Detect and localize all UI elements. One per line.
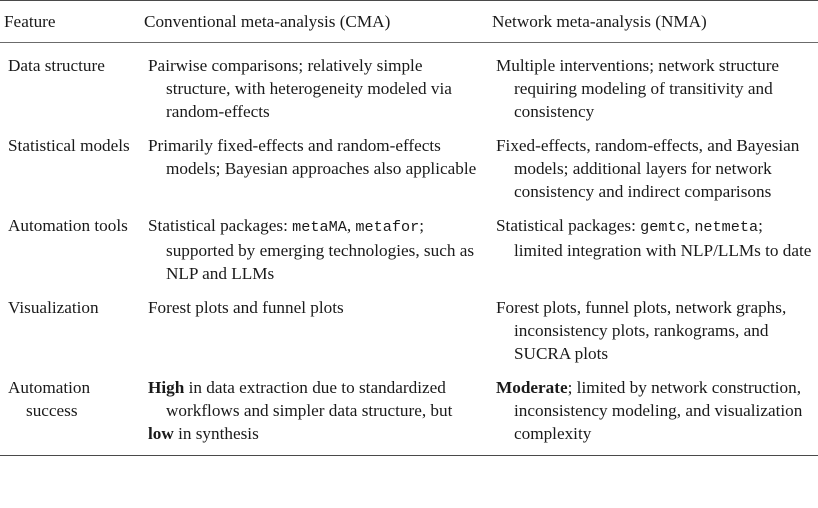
row-cma-cell: Statistical packages: metaMA, metafor; s… (144, 203, 492, 285)
cma-text: High in data extraction due to standardi… (148, 378, 453, 420)
cma-text: Forest plots and funnel plots (148, 298, 344, 317)
row-feature-cell: Automation success (0, 365, 144, 456)
cma-text: Pairwise comparisons; relatively simple … (148, 56, 452, 121)
row-cma-cell: Primarily fixed-effects and random-effec… (144, 123, 492, 203)
row-nma-cell: Multiple interventions; network structur… (492, 43, 818, 124)
feature-label: Automation tools (8, 216, 128, 235)
table-row: Data structure Pairwise comparisons; rel… (0, 43, 818, 124)
feature-label: Data structure (8, 56, 105, 75)
cma-text-secondary: low in synthesis (148, 424, 259, 443)
feature-label: Visualization (8, 298, 99, 317)
row-feature-cell: Data structure (0, 43, 144, 124)
feature-label: Statistical models (8, 136, 130, 155)
row-cma-cell: Forest plots and funnel plots (144, 285, 492, 365)
column-header-nma: Network meta-analysis (NMA) (492, 12, 707, 31)
table-body: Data structure Pairwise comparisons; rel… (0, 43, 818, 456)
row-feature-cell: Automation tools (0, 203, 144, 285)
cma-text: Primarily fixed-effects and random-effec… (148, 136, 477, 178)
cma-nma-comparison-table: Feature Conventional meta-analysis (CMA)… (0, 0, 818, 456)
feature-label: Automation success (8, 378, 91, 420)
column-header-feature: Feature (4, 12, 56, 31)
nma-text: Fixed-effects, random-effects, and Bayes… (496, 136, 800, 201)
table-header: Feature Conventional meta-analysis (CMA)… (0, 1, 818, 43)
table-row: Visualization Forest plots and funnel pl… (0, 285, 818, 365)
row-cma-cell: Pairwise comparisons; relatively simple … (144, 43, 492, 124)
row-nma-cell: Forest plots, funnel plots, network grap… (492, 285, 818, 365)
cma-text: Statistical packages: metaMA, metafor; s… (148, 216, 475, 283)
nma-text: Forest plots, funnel plots, network grap… (496, 298, 787, 363)
row-feature-cell: Visualization (0, 285, 144, 365)
row-nma-cell: Fixed-effects, random-effects, and Bayes… (492, 123, 818, 203)
table-row: Automation tools Statistical packages: m… (0, 203, 818, 285)
nma-text: Statistical packages: gemtc, netmeta; li… (496, 216, 812, 260)
table-row: Automation success High in data extracti… (0, 365, 818, 456)
row-feature-cell: Statistical models (0, 123, 144, 203)
nma-text: Moderate; limited by network constructio… (496, 378, 803, 443)
row-cma-cell: High in data extraction due to standardi… (144, 365, 492, 456)
nma-text: Multiple interventions; network structur… (496, 56, 780, 121)
table-header-row: Feature Conventional meta-analysis (CMA)… (0, 1, 818, 43)
row-nma-cell: Statistical packages: gemtc, netmeta; li… (492, 203, 818, 285)
column-header-cma: Conventional meta-analysis (CMA) (144, 12, 391, 31)
row-nma-cell: Moderate; limited by network constructio… (492, 365, 818, 456)
table-row: Statistical models Primarily fixed-effec… (0, 123, 818, 203)
